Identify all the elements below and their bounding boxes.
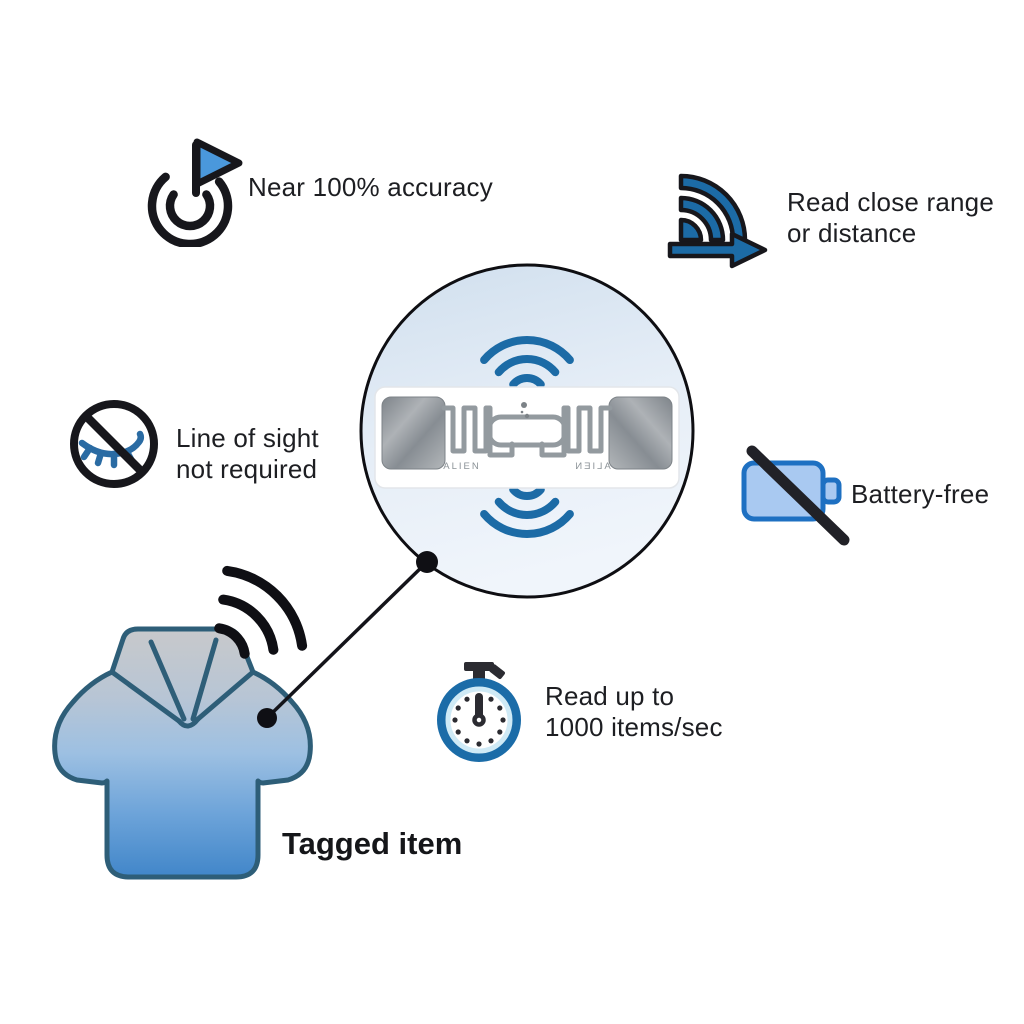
rfid-tag-illustration: ALIEN bbox=[359, 263, 695, 599]
chip-dots bbox=[520, 402, 530, 419]
arrow-shape bbox=[667, 231, 768, 269]
connector-dot-item bbox=[257, 708, 277, 728]
connector-dot-circle bbox=[416, 551, 438, 573]
wifi-waves-top bbox=[480, 336, 574, 389]
battery-terminal bbox=[820, 477, 842, 505]
antenna-meander bbox=[441, 405, 515, 458]
no-eye-icon bbox=[70, 400, 158, 488]
battery-slash bbox=[746, 445, 850, 546]
stopwatch-side-button bbox=[489, 664, 505, 680]
accuracy-label: Near 100% accuracy bbox=[248, 172, 493, 202]
flag-shape bbox=[193, 138, 243, 188]
wifi-waves-bottom bbox=[480, 485, 574, 538]
stopwatch-ticks bbox=[452, 693, 506, 747]
prohibition-slash bbox=[82, 412, 146, 476]
tagged-item-hoodie bbox=[52, 626, 313, 880]
antenna-pad bbox=[381, 396, 446, 470]
signal-arrow-icon bbox=[667, 173, 768, 269]
range-label: Read close range or distance bbox=[787, 187, 994, 248]
speed-label: Read up to 1000 items/sec bbox=[545, 681, 723, 742]
hoodie-signal-waves bbox=[214, 565, 308, 659]
line-of-sight-label: Line of sight not required bbox=[176, 423, 319, 484]
tagged-item-label: Tagged item bbox=[282, 826, 463, 861]
goal-flag-icon bbox=[147, 138, 243, 247]
stopwatch-icon bbox=[437, 662, 521, 762]
hood-seams bbox=[109, 637, 256, 729]
battery-free-label: Battery-free bbox=[851, 479, 990, 509]
rfid-antenna-half: ALIEN bbox=[381, 396, 515, 472]
battery-slash-icon bbox=[741, 445, 850, 546]
tag-brand-text: ALIEN bbox=[443, 461, 480, 472]
